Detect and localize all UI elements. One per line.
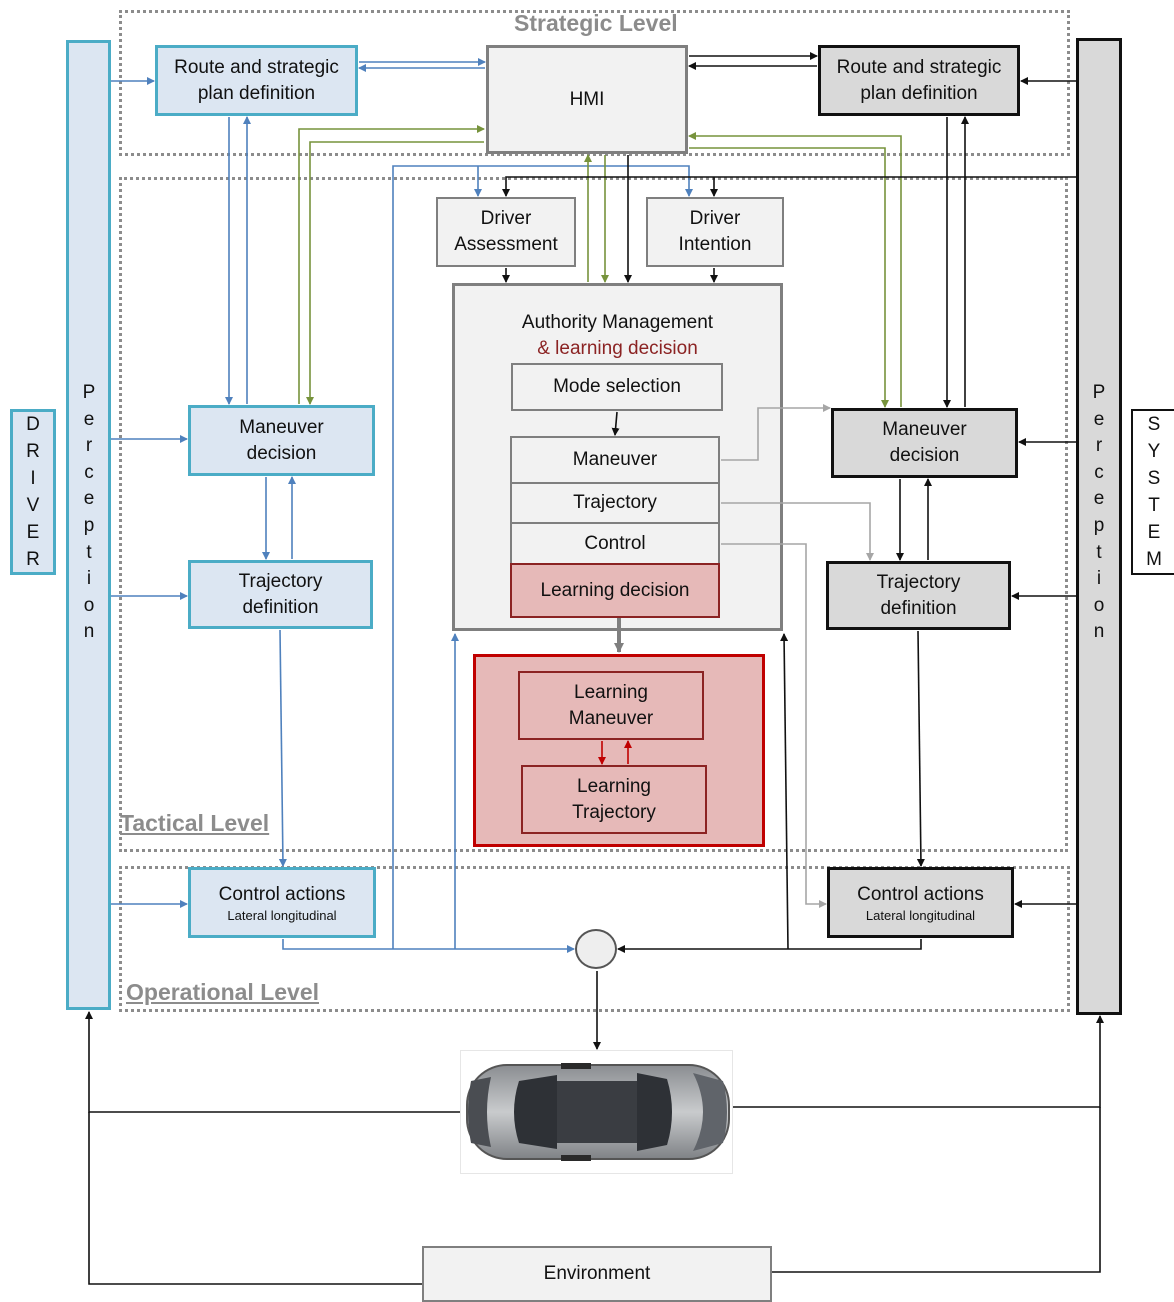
edge-black-to-assessment xyxy=(502,176,1076,197)
stack-control-box[interactable]: Control xyxy=(510,522,720,565)
edge-system-maneuver-to-hmi xyxy=(688,132,902,407)
system-control-subtitle: Lateral longitudinal xyxy=(865,907,976,923)
strategic-level-region xyxy=(119,10,1070,156)
edge-stack-trajectory-to-sys xyxy=(721,502,874,561)
mode-selection-box[interactable]: Mode selection xyxy=(511,363,723,411)
authority-management-subtitle: & learning decision xyxy=(537,338,698,359)
system-control-box[interactable]: Control actions Lateral longitudinal xyxy=(827,867,1014,938)
tactical-level-title: Tactical Level xyxy=(120,810,270,836)
driver-control-box[interactable]: Control actions Lateral longitudinal xyxy=(188,867,376,938)
environment-box[interactable]: Environment xyxy=(422,1246,772,1302)
edge-hmi-to-driver-maneuver xyxy=(306,141,484,405)
car-icon xyxy=(466,1063,730,1161)
stack-trajectory-box[interactable]: Trajectory xyxy=(510,482,720,524)
summing-junction xyxy=(575,929,617,969)
driver-control-subtitle: Lateral longitudinal xyxy=(227,907,337,923)
edge-driver-maneuver-to-hmi xyxy=(298,125,485,404)
stack-learning-decision-box[interactable]: Learning decision xyxy=(510,563,720,618)
edge-blue-to-intention xyxy=(392,165,693,949)
car-image xyxy=(460,1050,733,1174)
edge-hmi-to-system-maneuver xyxy=(689,147,889,408)
edge-sys-control-to-sum xyxy=(617,939,922,953)
edge-sys-trajectory-to-control xyxy=(916,630,925,867)
operational-level-title: Operational Level xyxy=(126,979,320,1005)
edge-black-to-authority xyxy=(780,633,789,950)
edge-control-to-sum xyxy=(282,939,575,953)
tactical-level-region xyxy=(119,177,1068,852)
edge-stack-maneuver-to-sys xyxy=(721,404,831,461)
edge-car-to-system xyxy=(733,1015,1104,1108)
edge-trajectory-to-control xyxy=(278,629,287,867)
authority-management-title: Authority Management & learning decision xyxy=(452,310,783,362)
strategic-level-title: Strategic Level xyxy=(514,10,678,36)
driver-perception-bar xyxy=(66,40,111,1010)
operational-level-region xyxy=(119,866,1070,1012)
edge-mode-to-stack xyxy=(611,411,620,436)
edge-stack-control-to-sys xyxy=(721,543,827,908)
hmi-box[interactable]: HMI xyxy=(486,45,688,154)
edge-env-to-system xyxy=(772,1107,1101,1273)
edge-car-to-driver xyxy=(85,1011,460,1113)
edge-env-to-driver xyxy=(88,1112,422,1285)
stack-maneuver-box[interactable]: Maneuver xyxy=(510,436,720,484)
system-perception-bar xyxy=(1076,38,1122,1015)
